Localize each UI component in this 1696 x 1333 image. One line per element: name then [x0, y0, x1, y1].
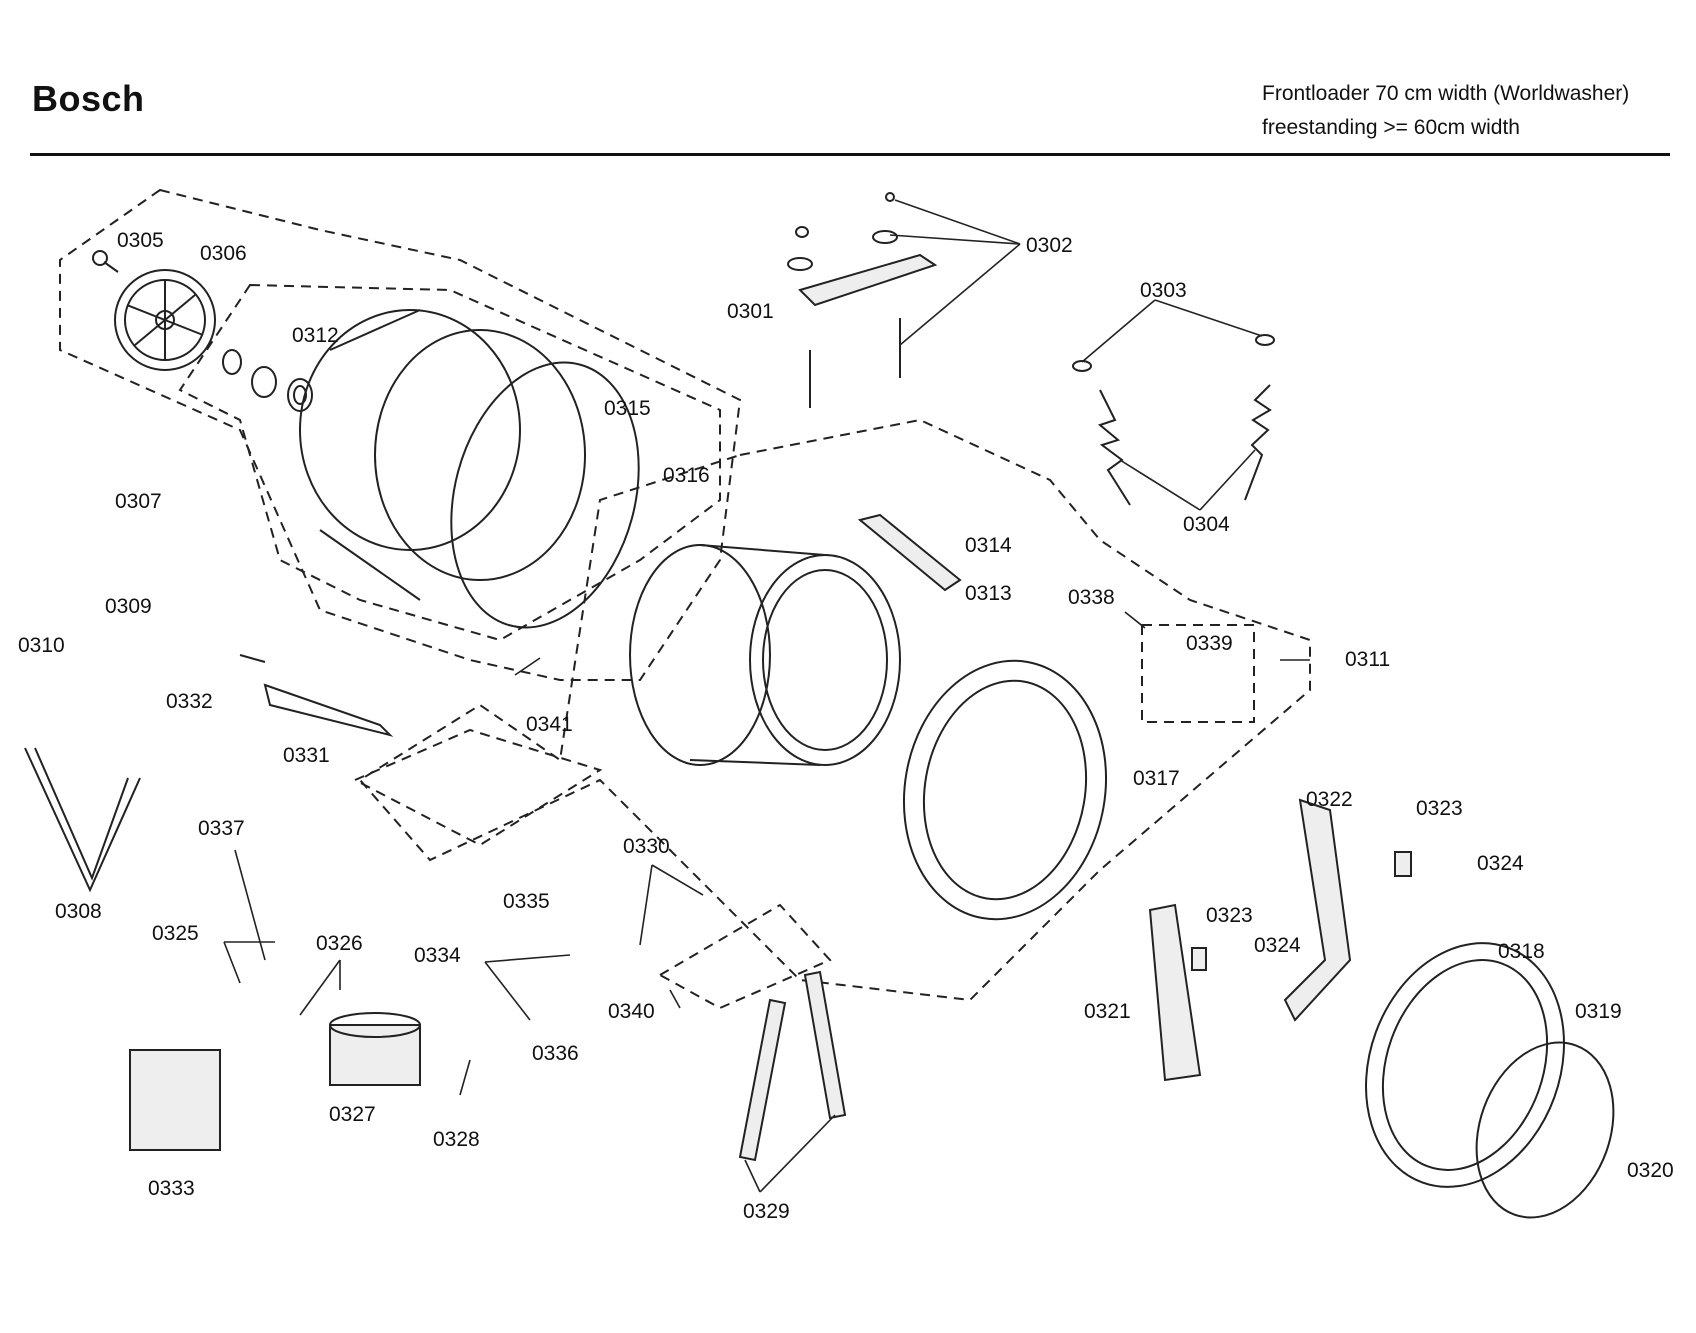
- label-0324-lower: 0324: [1254, 934, 1301, 957]
- drum-paddle: [857, 513, 962, 592]
- label-0301: 0301: [727, 300, 774, 323]
- model-subdescription: freestanding >= 60cm width: [1262, 116, 1520, 139]
- label-0328: 0328: [433, 1128, 480, 1151]
- rear-assembly-outline: [59, 188, 742, 681]
- label-0315: 0315: [604, 397, 651, 420]
- part-labels: 0305 0306 0312 0301 0302 0303 0304 0315 …: [18, 229, 1674, 1223]
- model-description: Frontloader 70 cm width (Worldwasher): [1262, 82, 1630, 105]
- valve-group-outline: [657, 903, 832, 1010]
- shock-absorbers: [738, 970, 847, 1162]
- label-0335: 0335: [503, 890, 550, 913]
- label-0316: 0316: [663, 464, 710, 487]
- control-module: [129, 1049, 221, 1151]
- label-0322: 0322: [1306, 788, 1353, 811]
- label-0321: 0321: [1084, 1000, 1131, 1023]
- drive-pulley: [114, 269, 216, 371]
- label-0329: 0329: [743, 1200, 790, 1223]
- label-0320: 0320: [1627, 1159, 1674, 1182]
- label-0306: 0306: [200, 242, 247, 265]
- bearings-and-seal: [222, 349, 313, 412]
- label-0336: 0336: [532, 1042, 579, 1065]
- label-0318: 0318: [1498, 940, 1545, 963]
- label-0307: 0307: [115, 490, 162, 513]
- label-0331: 0331: [283, 744, 330, 767]
- header-divider: [30, 153, 1670, 156]
- label-0310: 0310: [18, 634, 65, 657]
- sensor-group-outline: [1141, 624, 1255, 723]
- label-0340: 0340: [608, 1000, 655, 1023]
- label-0317: 0317: [1133, 767, 1180, 790]
- brand-title: Bosch: [32, 78, 145, 119]
- label-0303: 0303: [1140, 279, 1187, 302]
- label-0302: 0302: [1026, 234, 1073, 257]
- heater-group-outline: [352, 728, 603, 847]
- tub-seal-ring: [450, 361, 640, 629]
- rear-tub-half: [299, 309, 586, 601]
- inner-drum: [629, 544, 901, 766]
- label-0341: 0341: [526, 713, 573, 736]
- label-0319: 0319: [1575, 1000, 1622, 1023]
- label-0326: 0326: [316, 932, 363, 955]
- counterweight-top: [787, 192, 938, 408]
- label-0305: 0305: [117, 229, 164, 252]
- label-0313: 0313: [965, 582, 1012, 605]
- label-0323-upper: 0323: [1416, 797, 1463, 820]
- door-assembly: [1365, 942, 1615, 1219]
- label-0312: 0312: [292, 324, 339, 347]
- label-0338: 0338: [1068, 586, 1115, 609]
- label-0333: 0333: [148, 1177, 195, 1200]
- pulley-bolt: [92, 250, 119, 273]
- leader-lines: [223, 199, 1310, 1193]
- label-0311: 0311: [1345, 648, 1390, 671]
- label-0308: 0308: [55, 900, 102, 923]
- label-0314: 0314: [965, 534, 1012, 557]
- label-0327: 0327: [329, 1103, 376, 1126]
- inner-tub-outline: [178, 283, 721, 642]
- label-0334: 0334: [414, 944, 461, 967]
- front-tub-half: [902, 659, 1108, 921]
- suspension-springs: [1072, 334, 1275, 506]
- label-0309: 0309: [105, 595, 152, 618]
- door-hinge-parts: [1148, 798, 1412, 1082]
- motor-assembly: [329, 1012, 421, 1086]
- label-0323-lower: 0323: [1206, 904, 1253, 927]
- heater-element: [239, 654, 394, 737]
- label-0337: 0337: [198, 817, 245, 840]
- label-0304: 0304: [1183, 513, 1230, 536]
- label-0330: 0330: [623, 835, 670, 858]
- label-0325: 0325: [152, 922, 199, 945]
- drive-belt: [24, 747, 141, 893]
- tub-front-assembly-outline: [358, 418, 1311, 1002]
- label-0339: 0339: [1186, 632, 1233, 655]
- label-0324-upper: 0324: [1477, 852, 1524, 875]
- label-0332: 0332: [166, 690, 213, 713]
